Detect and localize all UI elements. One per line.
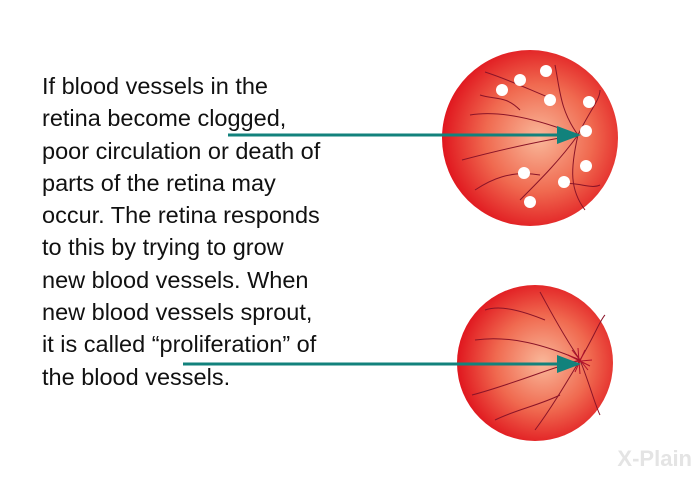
text-line: the blood vessels. — [42, 363, 231, 390]
text-line: to this by trying to grow — [42, 234, 284, 261]
text-line: parts of the retina may — [42, 169, 276, 196]
xplain-logo: X-Plain — [617, 446, 692, 472]
text-line: If blood vessels in the — [42, 73, 268, 99]
retina-clogged-diagram — [228, 50, 618, 226]
retina-proliferation-diagram — [183, 285, 613, 441]
retina-top — [442, 50, 618, 226]
body-text: If blood vessels in the retina become cl… — [42, 70, 320, 393]
text-line: new blood vessels. When — [42, 266, 309, 293]
text-line: new blood vessels sprout, — [42, 299, 313, 326]
text-line: occur. The retina responds — [42, 202, 320, 229]
text-line: it is called “proliferation” of — [42, 331, 317, 358]
text-line: poor circulation or death of — [42, 137, 321, 164]
blood-vessels-top — [461, 64, 601, 211]
logo-text: X-Plain — [617, 446, 692, 471]
blockage-spots — [496, 65, 595, 208]
text-line: retina become clogged, — [42, 105, 287, 132]
